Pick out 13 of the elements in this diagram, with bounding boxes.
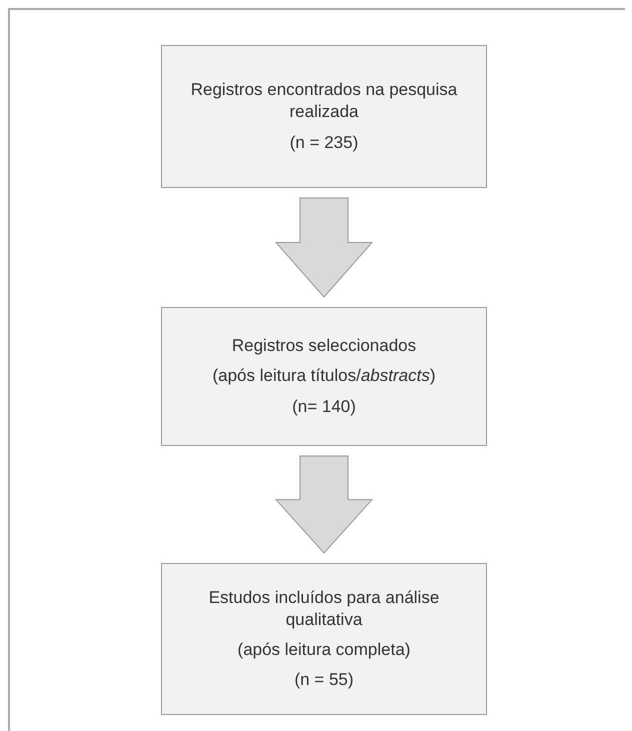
process-box <box>161 307 487 446</box>
process-box <box>161 45 487 188</box>
box-text: Registros seleccionados <box>232 335 416 358</box>
box-text: (após leitura títulos/abstracts) <box>212 365 436 388</box>
box-text: (após leitura completa) <box>238 639 410 661</box>
block-arrow <box>274 198 374 298</box>
box-text: (n = 55) <box>294 669 354 692</box>
box-text: Registros encontrados na pesquisa realizada <box>190 79 458 124</box>
box-text: Estudos incluídos para análise qualitativa <box>208 586 440 631</box>
box-text: (n= 140) <box>292 396 356 418</box>
block-arrow <box>274 456 374 554</box>
box-text: (n = 235) <box>290 132 358 154</box>
process-box <box>161 563 487 715</box>
